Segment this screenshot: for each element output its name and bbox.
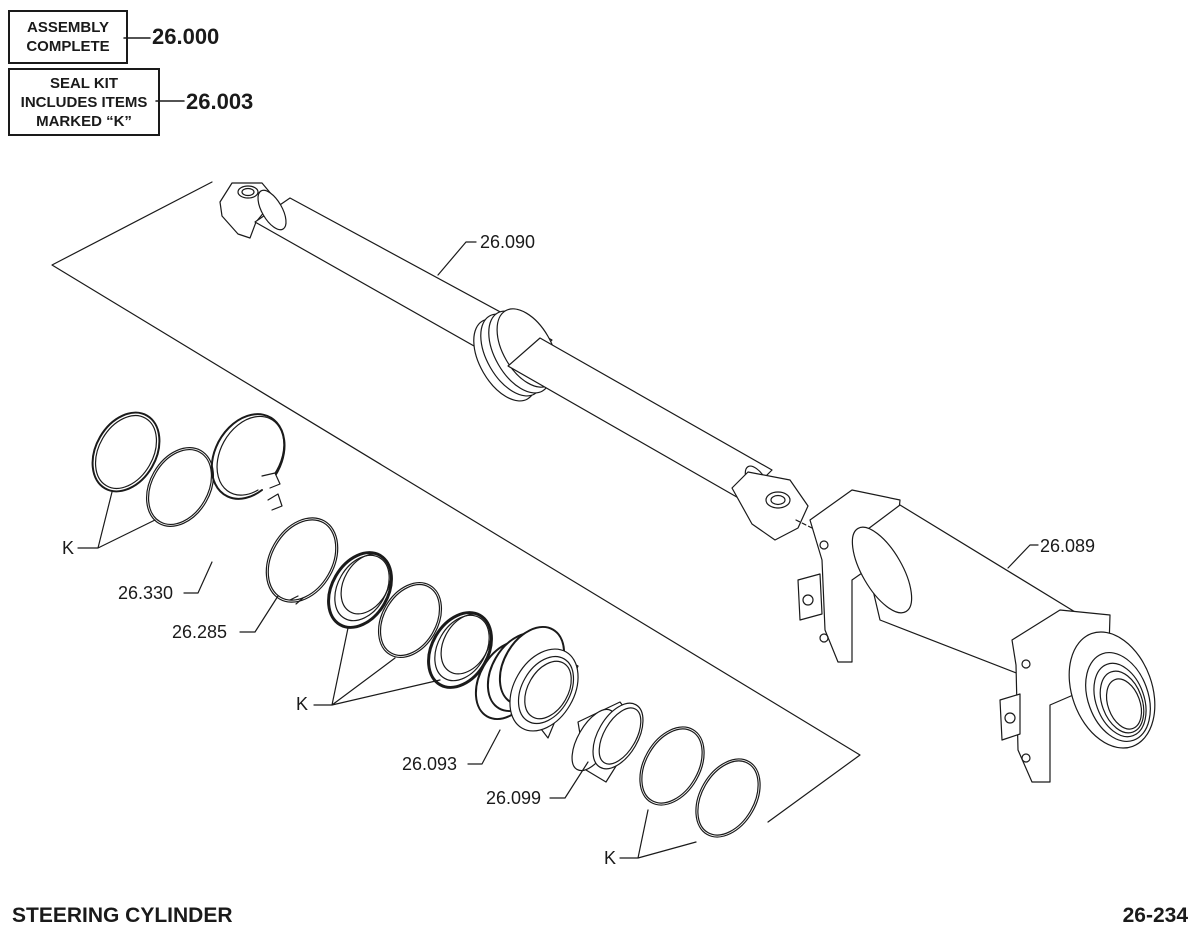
assembly-line2: COMPLETE [26,38,110,55]
k-upper-label: K [62,538,75,558]
drawing-title: STEERING CYLINDER [12,904,233,927]
retaining-wire [239,517,339,633]
rod-assembly [219,182,809,541]
rod-leader [437,241,477,276]
assembly-line1: ASSEMBLY [27,19,109,36]
snap-ring [183,413,286,594]
k-lower-leaders [619,809,697,859]
k-middle-leaders [313,627,441,706]
k-upper-leaders [77,491,156,549]
rod-label: 26.090 [480,232,536,252]
sealkit-line1: SEAL KIT [49,74,119,92]
snap-ring-label: 26.330 [118,583,174,603]
sealkit-line2: INCLUDES ITEMS [20,93,148,111]
retaining-wire-leader [239,595,279,633]
barrel-label: 26.089 [1040,536,1096,556]
center-line [795,519,813,529]
wear-sleeve-label: 26.099 [486,788,542,808]
parts-group-frame [51,181,861,823]
lower-seal-rings [619,726,761,859]
seal-kit-box: SEAL KIT INCLUDES ITEMS MARKED “K” [8,68,160,136]
barrel-assembly [797,489,1156,783]
k-middle-label: K [296,694,309,714]
wear-sleeve-leader [549,761,589,799]
seal-kit-part-number: 26.003 [186,89,254,114]
retaining-wire-label: 26.285 [172,622,228,642]
assembly-complete-box: ASSEMBLY COMPLETE [8,10,128,64]
gland-leader [467,729,501,765]
assembly-part-number: 26.000 [152,24,220,49]
upper-seal-rings [77,411,215,549]
page-number: 26-234 [1122,904,1188,927]
gland-label: 26.093 [402,754,458,774]
k-lower-label: K [604,848,617,868]
wear-sleeve [549,701,644,799]
barrel-leader [1007,544,1039,569]
gland [467,626,579,765]
middle-seal-rings [313,551,493,706]
snap-ring-leader [183,561,213,594]
sealkit-line3: MARKED “K” [36,112,132,130]
